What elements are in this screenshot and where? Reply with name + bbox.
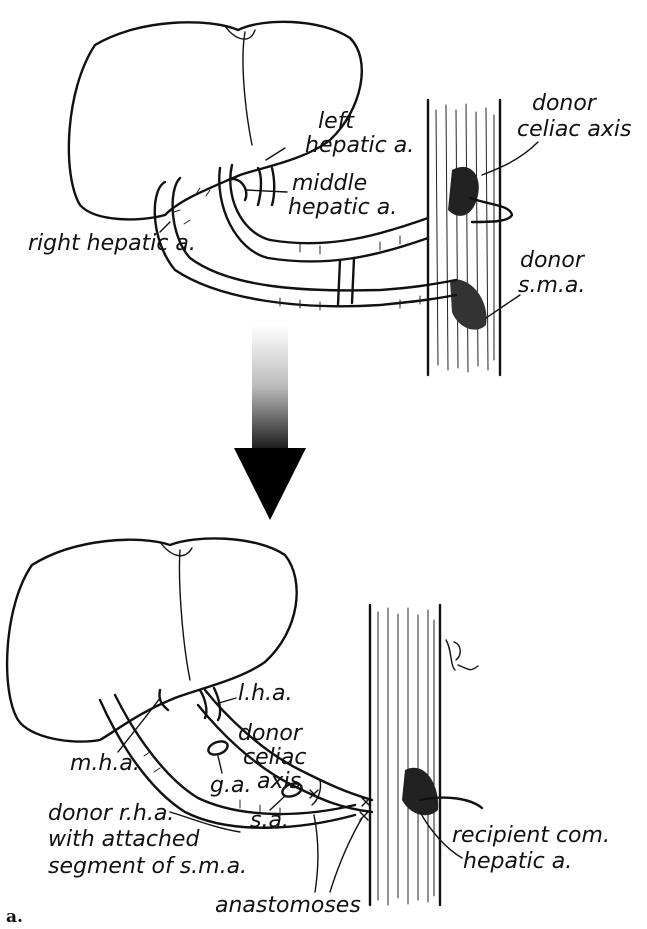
label-donor-celiac-1: donor bbox=[532, 91, 598, 116]
panel-label: a. bbox=[6, 907, 23, 927]
label-recipient-1: recipient com. bbox=[452, 823, 610, 848]
label-donor-rha-3: segment of s.m.a. bbox=[48, 854, 247, 879]
label-left-hepatic-1: left bbox=[318, 109, 355, 134]
bottom-liver bbox=[7, 538, 297, 741]
label-donor-rha-1: donor r.h.a. bbox=[48, 801, 174, 826]
top-sma-origin bbox=[450, 279, 487, 329]
label-anastomoses: anastomoses bbox=[215, 893, 361, 918]
label-sa: s.a. bbox=[250, 808, 289, 833]
top-aorta bbox=[428, 100, 500, 375]
label-left-hepatic-2: hepatic a. bbox=[305, 133, 414, 158]
label-bottom-celiac-3: axis bbox=[257, 769, 301, 794]
label-donor-rha-2: with attached bbox=[48, 827, 200, 852]
top-panel: left hepatic a. middle hepatic a. right … bbox=[28, 22, 632, 375]
label-lha: l.h.a. bbox=[238, 681, 293, 706]
label-donor-celiac-2: celiac axis bbox=[517, 117, 632, 142]
bottom-aorta bbox=[370, 605, 440, 905]
label-ga: g.a. bbox=[210, 773, 251, 798]
bottom-ga-stump bbox=[207, 739, 230, 757]
label-bottom-celiac-2: celiac bbox=[243, 745, 306, 770]
artist-signature bbox=[446, 640, 478, 670]
label-bottom-celiac-1: donor bbox=[238, 721, 304, 746]
top-left-hepatic-artery bbox=[258, 168, 274, 205]
label-donor-sma-1: donor bbox=[520, 248, 586, 273]
label-recipient-2: hepatic a. bbox=[463, 849, 572, 874]
top-gda-branch bbox=[338, 258, 354, 305]
bottom-panel: l.h.a. donor celiac axis m.h.a. g.a. s.a… bbox=[6, 538, 610, 927]
transition-arrow bbox=[234, 325, 306, 520]
label-right-hepatic: right hepatic a. bbox=[28, 231, 196, 256]
label-middle-hepatic-2: hepatic a. bbox=[288, 195, 397, 220]
label-middle-hepatic-1: middle bbox=[292, 171, 367, 196]
label-mha: m.h.a. bbox=[70, 751, 140, 776]
top-celiac-origin bbox=[448, 167, 479, 216]
label-donor-sma-2: s.m.a. bbox=[518, 273, 585, 298]
bottom-recipient-origin bbox=[402, 768, 438, 815]
